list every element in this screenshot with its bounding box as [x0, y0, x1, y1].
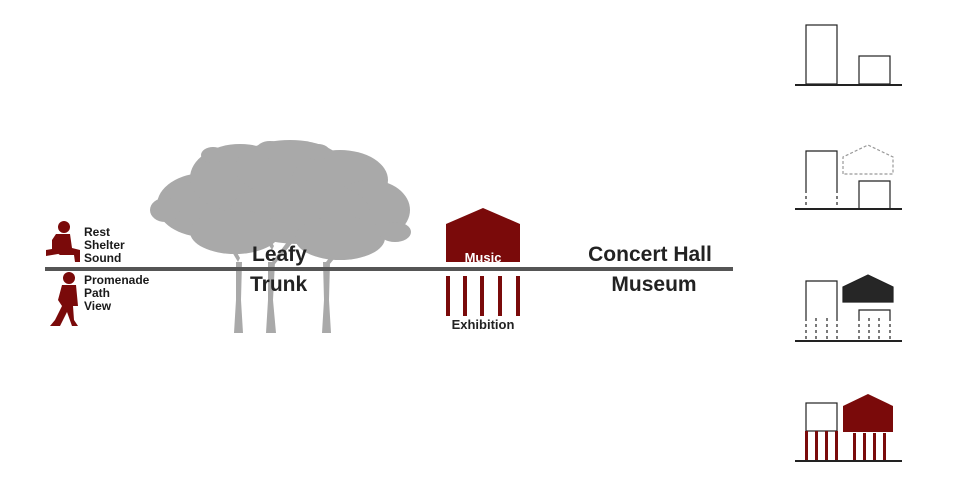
tree-cluster-icon	[150, 140, 411, 333]
label-shelter: Shelter	[84, 238, 125, 252]
label-leafy: Leafy	[252, 243, 307, 266]
seated-person-icon	[46, 221, 80, 262]
label-music: Music	[465, 250, 502, 265]
ground-line	[45, 267, 733, 271]
label-museum: Museum	[611, 273, 696, 296]
tree-trunk-middle	[266, 262, 276, 333]
person-labels-upper: Rest Shelter Sound	[84, 225, 125, 265]
pavilion-columns	[446, 276, 520, 316]
label-view: View	[84, 299, 112, 313]
sequence-step-3	[795, 274, 902, 342]
sequence-step-2	[795, 144, 902, 210]
label-path: Path	[84, 286, 110, 300]
tree-trunk-left	[234, 262, 243, 333]
label-promenade: Promenade	[84, 273, 150, 287]
label-concert-hall: Concert Hall	[588, 243, 712, 266]
pavilion-house-icon: Music Exhibition	[446, 208, 520, 332]
label-rest: Rest	[84, 225, 110, 239]
pavilion-roof-volume	[446, 208, 520, 262]
tree-branches	[225, 226, 349, 265]
sequence-step-1	[795, 24, 902, 86]
tree-trunk-right	[322, 262, 331, 333]
walking-person-icon	[50, 272, 78, 326]
label-trunk: Trunk	[250, 273, 307, 296]
person-labels-lower: Promenade Path View	[84, 273, 150, 313]
tree-canopy	[150, 140, 411, 260]
sequence-step-4	[795, 394, 902, 462]
label-sound: Sound	[84, 251, 121, 265]
label-exhibition: Exhibition	[452, 317, 515, 332]
